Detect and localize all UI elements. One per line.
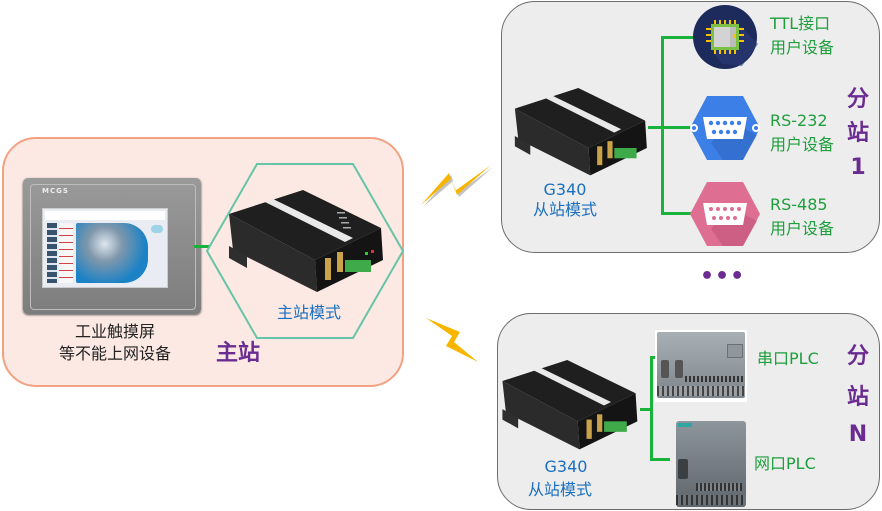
connector-line bbox=[661, 126, 691, 129]
touchscreen-display bbox=[42, 208, 168, 288]
connector-line bbox=[640, 408, 652, 411]
subN-title-char1: 分 bbox=[846, 344, 869, 369]
device-rs232-line2: 用户设备 bbox=[770, 135, 835, 154]
subN-title-char3: N bbox=[848, 422, 868, 447]
plc-icon bbox=[655, 330, 747, 402]
ethernet-plc-label: 网口PLC bbox=[754, 454, 816, 473]
router-device-master bbox=[229, 190, 383, 292]
subN-device-model: G340 bbox=[544, 457, 588, 476]
subN-device-mode: 从站模式 bbox=[527, 480, 592, 499]
touchscreen-label-line1: 工业触摸屏 bbox=[74, 322, 155, 341]
sub1-device-model: G340 bbox=[543, 180, 587, 199]
connector-line bbox=[661, 212, 691, 215]
device-rs485-line2: 用户设备 bbox=[770, 219, 835, 238]
wireless-signal-icon bbox=[421, 165, 493, 207]
device-rs485-line1: RS-485 bbox=[770, 195, 828, 214]
device-rs232-line1: RS-232 bbox=[770, 111, 828, 130]
sub1-title-char1: 分 bbox=[846, 87, 869, 112]
touchscreen-label-line2: 等不能上网设备 bbox=[58, 344, 171, 363]
device-ttl-line1: TTL接口 bbox=[770, 14, 831, 33]
router-device-subN bbox=[502, 360, 638, 450]
master-station-title: 主站 bbox=[215, 341, 260, 366]
connector-line bbox=[194, 245, 210, 248]
plc-icon bbox=[676, 421, 746, 507]
master-device-mode: 主站模式 bbox=[276, 303, 341, 322]
sub1-device-mode: 从站模式 bbox=[532, 200, 597, 219]
serial-plc-label: 串口PLC bbox=[757, 349, 819, 368]
touchscreen-device: MCGS bbox=[23, 178, 201, 314]
connector-line bbox=[661, 36, 695, 39]
db9-connector-icon bbox=[690, 182, 760, 246]
db9-connector-icon bbox=[690, 96, 760, 160]
wireless-signal-icon bbox=[426, 318, 478, 362]
connector-line bbox=[648, 126, 664, 129]
touchscreen-brand: MCGS bbox=[42, 187, 69, 195]
connector-line bbox=[661, 36, 664, 214]
subN-title-char2: 站 bbox=[846, 385, 869, 410]
more-stations-ellipsis: ••• bbox=[700, 264, 746, 289]
device-ttl-line2: 用户设备 bbox=[770, 38, 835, 57]
sub1-title-char2: 站 bbox=[846, 121, 869, 146]
connector-line bbox=[650, 458, 670, 461]
router-device-sub1 bbox=[514, 88, 647, 176]
sub1-title-char3: 1 bbox=[850, 155, 866, 180]
connector-line bbox=[650, 356, 653, 460]
chip-icon bbox=[693, 5, 758, 69]
